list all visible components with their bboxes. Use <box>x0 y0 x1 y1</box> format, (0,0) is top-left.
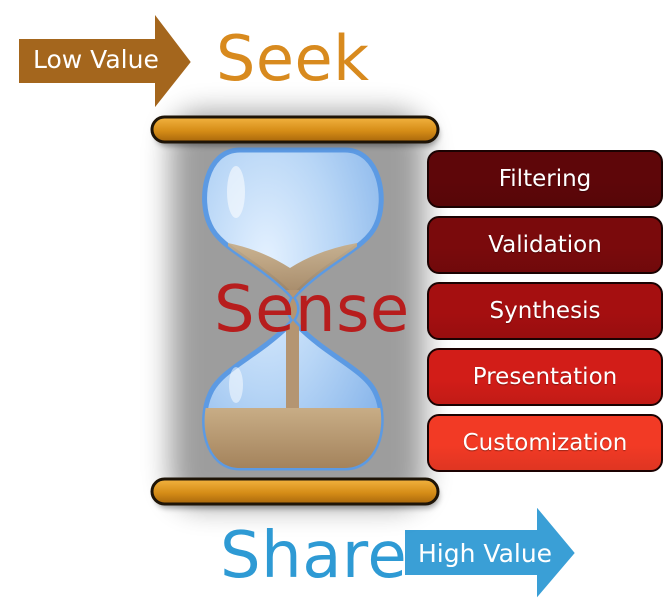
stack-item-synthesis: Synthesis <box>427 282 663 340</box>
hourglass-bottom-bar <box>150 477 440 506</box>
seek-title: Seek <box>216 22 370 95</box>
high-value-label: High Value <box>418 539 553 568</box>
share-title: Share <box>220 519 408 593</box>
hourglass-top-bar <box>150 115 440 144</box>
low-value-arrow <box>17 9 194 113</box>
stack-item-customization: Customization <box>427 414 663 472</box>
hourglass-glass <box>202 147 384 471</box>
high-value-arrow <box>403 502 578 600</box>
stack-item-filtering: Filtering <box>427 150 663 208</box>
stack-item-presentation: Presentation <box>427 348 663 406</box>
low-value-label: Low Value <box>33 45 159 74</box>
process-stack: Filtering Validation Synthesis Presentat… <box>427 150 663 480</box>
sense-title: Sense <box>214 273 410 347</box>
stack-item-validation: Validation <box>427 216 663 274</box>
